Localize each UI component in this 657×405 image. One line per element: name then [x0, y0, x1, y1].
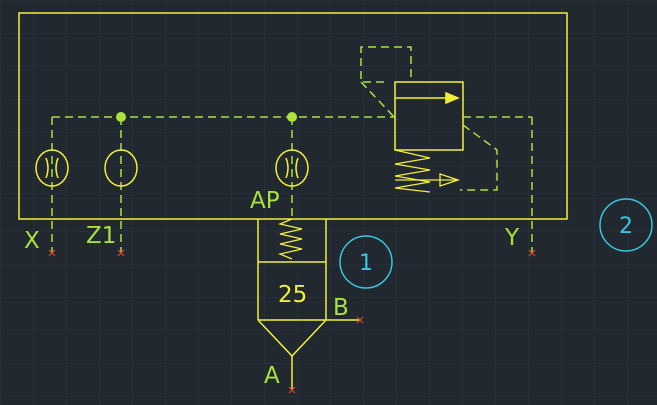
port-label-z1: Z1: [86, 223, 116, 249]
orifice-ap: [275, 149, 309, 187]
port-end-markers: [48, 249, 536, 394]
port-z1-marker: [117, 249, 125, 257]
main-port-lines: [291, 319, 360, 390]
pilot-feedback-diagonal: [360, 81, 398, 121]
port-label-b: B: [333, 295, 349, 321]
port-x-marker: [48, 249, 56, 257]
port-b-marker: [356, 316, 364, 324]
control-cover-housing: [18, 12, 568, 220]
cartridge-valve: [257, 219, 327, 358]
item-balloon-2[interactable]: 2: [599, 198, 653, 252]
pilot-line-network: [51, 46, 533, 253]
cartridge-size-label: 25: [278, 282, 307, 308]
relief-valve-spring: [394, 149, 461, 193]
item-balloon-1-label: 1: [359, 251, 373, 276]
pilot-relief-valve: [394, 81, 464, 151]
junction-dot-ap: [287, 112, 297, 122]
item-balloon-2-label: 2: [619, 214, 633, 239]
port-label-ap: AP: [250, 188, 280, 214]
port-y-marker: [528, 249, 536, 257]
orifice-z1: [104, 149, 138, 187]
item-balloon-1[interactable]: 1: [339, 235, 393, 289]
port-label-a: A: [264, 363, 280, 389]
orifice-x: [35, 149, 69, 187]
port-label-y: Y: [504, 225, 520, 251]
port-label-x: X: [24, 228, 40, 254]
pilot-feedback-line: [360, 46, 412, 83]
cartridge-spring: [277, 218, 303, 260]
junction-dot-z1: [116, 112, 126, 122]
port-a-marker: [288, 386, 296, 394]
